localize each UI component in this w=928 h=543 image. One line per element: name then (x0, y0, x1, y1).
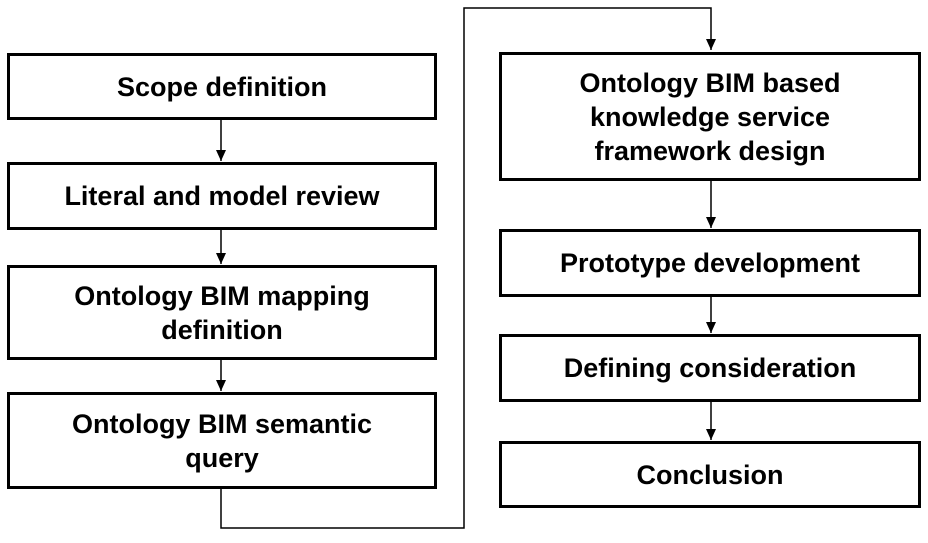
step-scope-definition: Scope definition (7, 53, 437, 120)
step-label: Literal and model review (64, 181, 380, 211)
connector-left-to-right-column (220, 7, 716, 529)
step-label: Scope definition (116, 71, 327, 102)
step-ontology-bim-semantic-query: Ontology BIM semantic query (7, 392, 437, 489)
step-literal-model-review: Literal and model review (7, 162, 437, 230)
step-label: Defining consideration (563, 353, 857, 383)
step-knowledge-service-framework: Ontology BIM based knowledge service fra… (499, 52, 921, 181)
step-label: Ontology BIM based knowledge service fra… (579, 67, 841, 166)
step-defining-consideration: Defining consideration (499, 334, 921, 402)
step-label: Conclusion (636, 459, 784, 490)
step-label: Prototype development (559, 248, 861, 278)
step-conclusion: Conclusion (499, 441, 921, 508)
step-label: Ontology BIM mapping definition (74, 280, 370, 345)
step-prototype-development: Prototype development (499, 229, 921, 297)
step-label: Ontology BIM semantic query (71, 408, 373, 473)
step-ontology-bim-mapping: Ontology BIM mapping definition (7, 265, 437, 360)
